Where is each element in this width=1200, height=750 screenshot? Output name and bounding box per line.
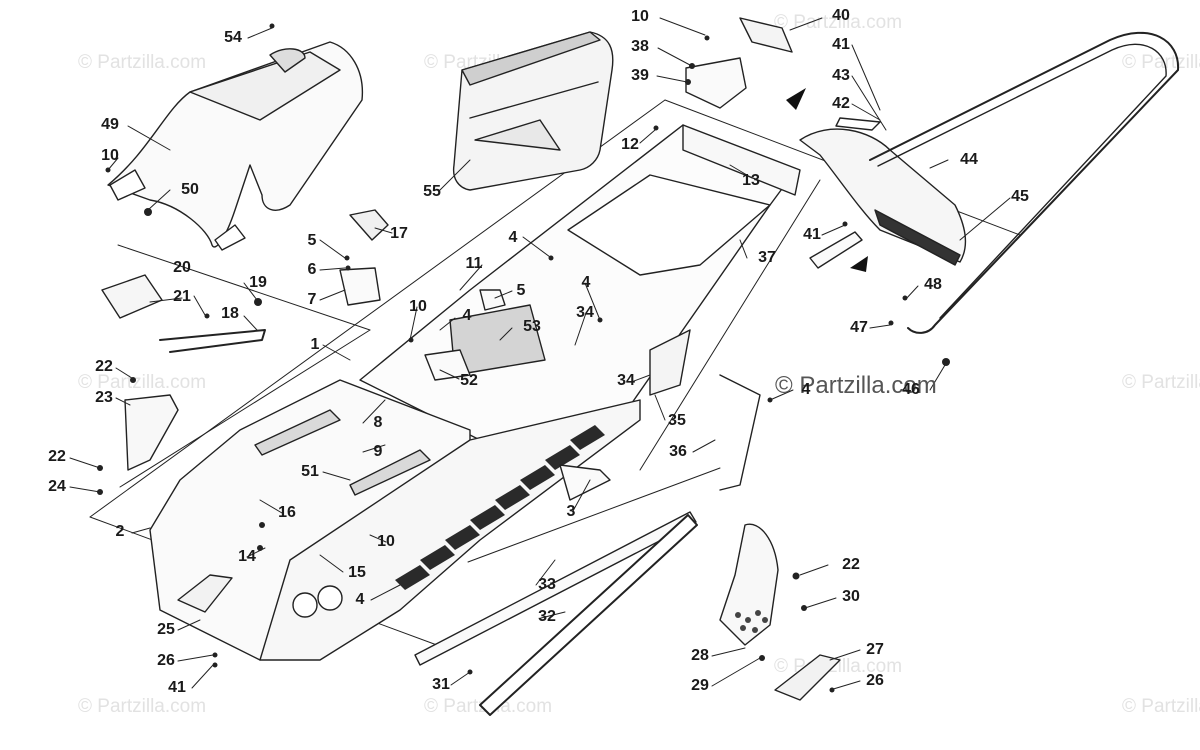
callout-label: 48 <box>924 276 942 293</box>
callout-label: 44 <box>960 151 978 168</box>
callout-label: 3 <box>566 503 576 520</box>
foot-step <box>177 523 841 701</box>
callout-label: 17 <box>390 225 408 242</box>
callout-label: 6 <box>307 261 317 278</box>
callout-label: 43 <box>832 67 850 84</box>
watermark: © Partzilla.com <box>78 372 207 393</box>
callout-label: 37 <box>758 249 776 266</box>
callout-label: 13 <box>742 172 760 189</box>
callout-label: 24 <box>48 478 66 495</box>
callout-label: 15 <box>348 564 366 581</box>
leader-lines <box>69 17 1011 691</box>
callout-label: 34 <box>617 372 635 389</box>
callout-label: 4 <box>355 591 365 608</box>
callout-label: 4 <box>801 381 811 398</box>
callout-label: 30 <box>842 588 860 605</box>
running-rails <box>414 511 698 716</box>
watermark: © Partzilla.com <box>1122 52 1200 73</box>
callout-label: 26 <box>157 652 175 669</box>
watermark: © Partzilla.com <box>1122 372 1200 393</box>
callout-label: 52 <box>460 372 478 389</box>
watermark: © Partzilla.com <box>78 696 207 717</box>
watermark: © Partzilla.com <box>78 52 207 73</box>
callout-label: 4 <box>508 229 518 246</box>
small-parts <box>101 209 761 501</box>
hardware-markers <box>97 23 950 693</box>
callout-label: 26 <box>866 672 884 689</box>
callout-label: 32 <box>538 608 556 625</box>
callout-label: 12 <box>621 136 639 153</box>
callout-label: 39 <box>631 67 649 84</box>
callout-label: 35 <box>668 412 686 429</box>
callout-label: 4 <box>581 274 591 291</box>
callout-label: 41 <box>168 679 186 696</box>
callout-label: 33 <box>538 576 556 593</box>
callout-label: 22 <box>95 358 113 375</box>
callout-label: 36 <box>669 443 687 460</box>
callout-label: 28 <box>691 647 709 664</box>
snow-flap <box>799 117 967 269</box>
watermark: © Partzilla.com <box>774 12 903 33</box>
callout-label: 7 <box>307 291 317 308</box>
callout-label: 42 <box>832 95 850 112</box>
rear-bumper <box>869 31 1180 334</box>
callout-label: 50 <box>181 181 199 198</box>
callout-label: 45 <box>1011 188 1029 205</box>
callout-label: 51 <box>301 463 319 480</box>
callout-label: 18 <box>221 305 239 322</box>
callout-label: 54 <box>224 29 242 46</box>
callout-label: 20 <box>173 259 191 276</box>
callout-label: 8 <box>373 414 383 431</box>
callout-label: 55 <box>423 183 441 200</box>
callout-label: 29 <box>691 677 709 694</box>
callout-label: 5 <box>307 232 317 249</box>
callout-label: 49 <box>101 116 119 133</box>
callout-label: 19 <box>249 274 267 291</box>
callout-label: 40 <box>832 7 850 24</box>
partzilla-watermark: © Partzilla.com <box>775 372 937 399</box>
callout-label: 22 <box>842 556 860 573</box>
callout-label: 46 <box>902 381 920 398</box>
callout-label: 10 <box>409 298 427 315</box>
callout-label: 14 <box>238 548 256 565</box>
callout-label: 5 <box>516 282 526 299</box>
callout-label: 10 <box>101 147 119 164</box>
rear-seat-cowl <box>107 41 364 251</box>
callout-label: 10 <box>377 533 395 550</box>
watermark: © Partzilla.com <box>1122 696 1200 717</box>
callout-label: 41 <box>803 226 821 243</box>
callout-label: 38 <box>631 38 649 55</box>
callout-label: 21 <box>173 288 191 305</box>
callout-label: 22 <box>48 448 66 465</box>
callout-label: 23 <box>95 389 113 406</box>
callout-label: 53 <box>523 318 541 335</box>
callout-label: 11 <box>465 255 483 272</box>
callout-label: 34 <box>576 304 594 321</box>
tunnel-side-right <box>259 399 641 661</box>
callout-label: 27 <box>866 641 884 658</box>
callout-label: 9 <box>373 443 383 460</box>
callout-label: 31 <box>432 676 450 693</box>
callout-label: 41 <box>832 36 850 53</box>
direction-arrows <box>786 88 868 272</box>
callout-label: 10 <box>631 8 649 25</box>
callout-label: 4 <box>462 307 472 324</box>
tunnel-top <box>359 124 801 441</box>
callout-label: 1 <box>310 336 320 353</box>
callout-label: 16 <box>278 504 296 521</box>
rear-bracket <box>685 17 793 109</box>
callout-label: 25 <box>157 621 175 638</box>
storage-bag <box>452 31 614 191</box>
callout-label: 47 <box>850 319 868 336</box>
callout-label: 2 <box>115 523 125 540</box>
